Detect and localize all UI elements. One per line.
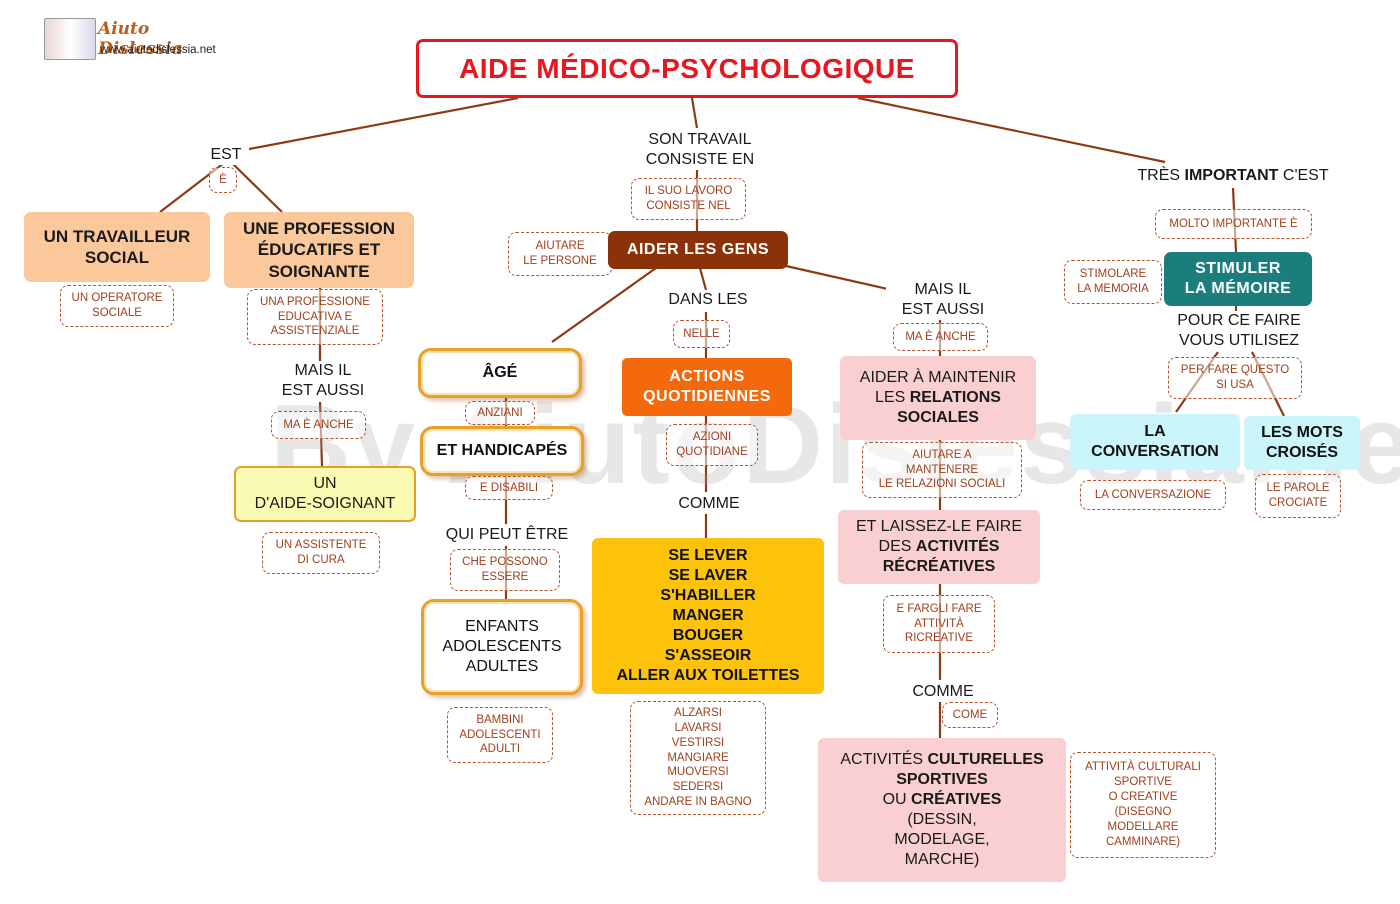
link-tres-important: TRÈS IMPORTANT C'EST	[1110, 166, 1356, 186]
node-relations-sociales: AIDER À MAINTENIR LES RELATIONS SOCIALES	[840, 356, 1036, 440]
edge-est-profession	[231, 162, 283, 213]
title-text: AIDE MÉDICO-PSYCHOLOGIQUE	[459, 53, 915, 84]
translation-attivita-culturali: ATTIVITÀ CULTURALI SPORTIVE O CREATIVE (…	[1070, 752, 1216, 858]
node-activites-recreatives: ET LAISSEZ-LE FAIRE DES ACTIVITÉS RÉCRÉA…	[838, 510, 1040, 584]
translation-assistente: UN ASSISTENTE DI CURA	[262, 532, 380, 574]
link-dans-les: DANS LES	[652, 290, 764, 310]
translation-e: È	[209, 167, 237, 193]
link-pour-ce-faire: POUR CE FAIRE VOUS UTILISEZ	[1162, 311, 1316, 351]
translation-aiutare: AIUTARE LE PERSONE	[508, 232, 612, 276]
node-stimuler-memoire: STIMULER LA MÉMOIRE	[1164, 252, 1312, 306]
node-travailleur-social: UN TRAVAILLEUR SOCIAL	[24, 212, 210, 282]
translation-parole-crociate: LE PAROLE CROCIATE	[1255, 474, 1341, 518]
edge-title-tres	[857, 96, 1166, 164]
translation-nelle: NELLE	[673, 320, 730, 348]
translation-anziani: ANZIANI	[465, 401, 535, 425]
translation-professione: UNA PROFESSIONE EDUCATIVA E ASSISTENZIAL…	[247, 289, 383, 345]
translation-fargli-fare: E FARGLI FARE ATTIVITÀ RICREATIVE	[883, 595, 995, 653]
node-conversation: LA CONVERSATION	[1070, 414, 1240, 470]
site-logo[interactable]: Aiuto Dislessia www.aiutodislessia.net	[44, 18, 232, 62]
node-mots-croises: LES MOTS CROISÉS	[1244, 416, 1360, 470]
link-est: EST	[203, 145, 249, 165]
translation-conversazione: LA CONVERSAZIONE	[1080, 480, 1226, 510]
edge-title-est	[243, 96, 519, 152]
book-icon	[44, 18, 96, 60]
translation-stimolare: STIMOLARE LA MEMORIA	[1064, 260, 1162, 304]
link-son-travail: SON TRAVAIL CONSISTE EN	[632, 130, 768, 170]
edge-aider-dansles	[698, 267, 708, 291]
edge-aider-age	[551, 267, 657, 343]
node-activites-culturelles: ACTIVITÉS CULTURELLES SPORTIVES OU CRÉAT…	[818, 738, 1066, 882]
translation-bambini: BAMBINI ADOLESCENTI ADULTI	[447, 707, 553, 763]
translation-per-fare: PER FARE QUESTO SI USA	[1168, 357, 1302, 399]
link-mais-il-est-aussi-left: MAIS IL EST AUSSI	[268, 361, 378, 401]
link-mais-il-est-aussi-right: MAIS IL EST AUSSI	[886, 280, 1000, 320]
logo-name: Aiuto Dislessia	[98, 19, 183, 59]
translation-suo-lavoro: IL SUO LAVORO CONSISTE NEL	[631, 178, 746, 220]
translation-azioni: AZIONI QUOTIDIANE	[666, 424, 758, 466]
node-enfants: ENFANTS ADOLESCENTS ADULTES	[421, 599, 583, 695]
translation-possono: CHE POSSONO ESSERE	[450, 549, 560, 591]
edge-aider-maisil	[785, 264, 893, 292]
node-aider-les-gens: AIDER LES GENS	[608, 231, 788, 269]
node-se-lever: SE LEVER SE LAVER S'HABILLER MANGER BOUG…	[592, 538, 824, 694]
translation-alzarsi: ALZARSI LAVARSI VESTIRSI MANGIARE MUOVER…	[630, 701, 766, 815]
translation-molto-importante: MOLTO IMPORTANTE È	[1155, 209, 1312, 239]
node-profession: UNE PROFESSION ÉDUCATIFS ET SOIGNANTE	[224, 212, 414, 288]
node-handicapes: ET HANDICAPÉS	[420, 426, 584, 476]
link-qui-peut-etre: QUI PEUT ÊTRE	[430, 525, 584, 545]
link-comme-middle: COMME	[666, 494, 752, 514]
edge-title-sontravail	[690, 97, 699, 129]
logo-url: www.aiutodislessia.net	[100, 44, 216, 56]
link-comme-right: COMME	[900, 682, 986, 702]
node-actions-quotidiennes: ACTIONS QUOTIDIENNES	[622, 358, 792, 416]
translation-disabili: E DISABILI	[465, 476, 553, 500]
title-node: AIDE MÉDICO-PSYCHOLOGIQUE	[416, 39, 958, 98]
translation-operatore: UN OPERATORE SOCIALE	[60, 285, 174, 327]
node-age: ÂGÉ	[418, 348, 582, 398]
translation-aiutare-mantenere: AIUTARE A MANTENERE LE RELAZIONI SOCIALI	[862, 442, 1022, 498]
translation-come: COME	[942, 702, 998, 728]
translation-ma-e-anche-right: MA È ANCHE	[893, 323, 988, 351]
translation-ma-e-anche-left: MA È ANCHE	[271, 411, 366, 439]
node-aide-soignant: UN D'AIDE-SOIGNANT	[234, 466, 416, 522]
